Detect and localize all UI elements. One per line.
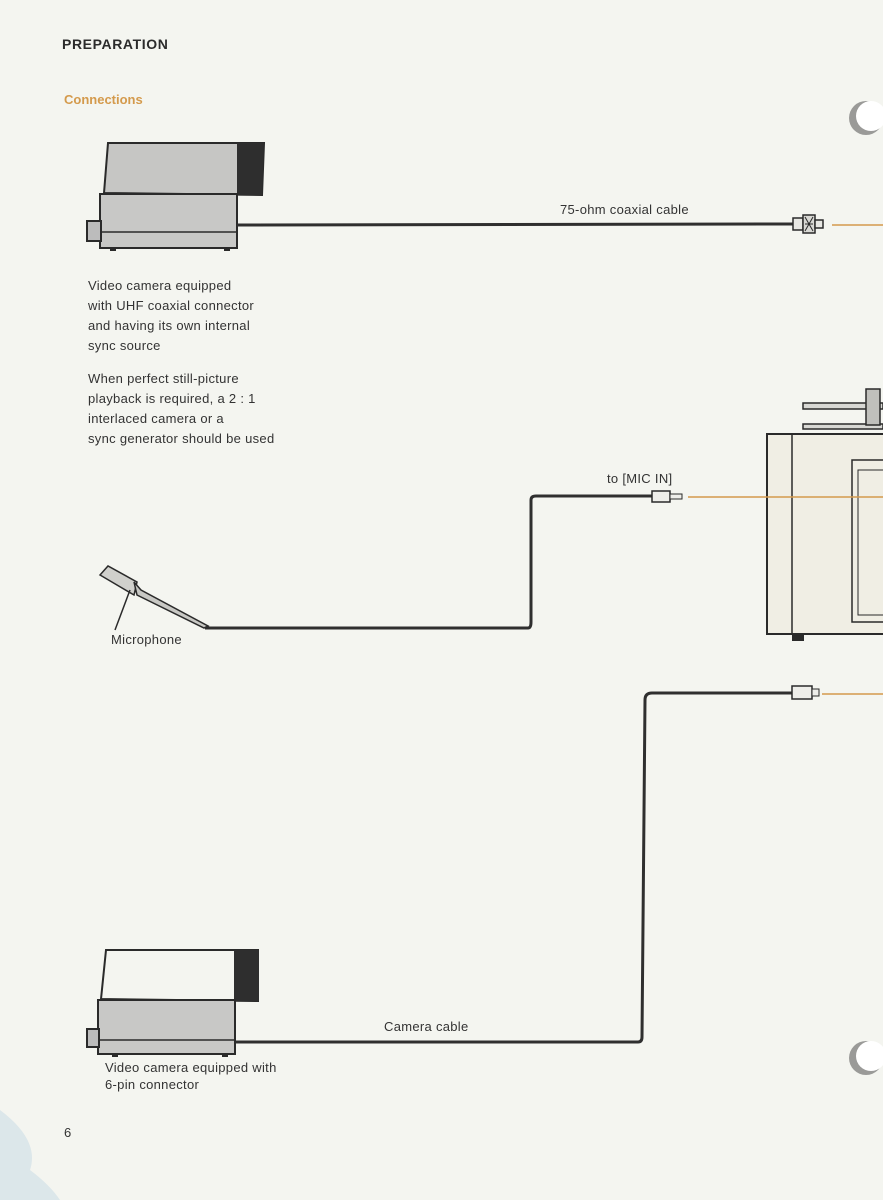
- binder-hole-bottom: [849, 1041, 883, 1075]
- microphone-label: Microphone: [111, 632, 182, 647]
- still-picture-note: When perfect still-picture playback is r…: [88, 371, 275, 446]
- microphone-cable: [205, 490, 883, 630]
- coaxial-cable: [236, 214, 883, 234]
- page-number: 6: [64, 1125, 72, 1140]
- coaxial-cable-label: 75-ohm coaxial cable: [560, 202, 689, 217]
- camera-bottom-description: Video camera equipped with 6-pin connect…: [105, 1060, 277, 1092]
- video-camera-bottom: [86, 949, 259, 1057]
- camera-cable: [233, 685, 883, 1044]
- camera-top-description: Video camera equipped with UHF coaxial c…: [88, 278, 255, 353]
- video-recorder: [766, 388, 883, 641]
- microphone-illustration: [98, 565, 210, 631]
- section-title: PREPARATION: [62, 36, 169, 52]
- camera-cable-label: Camera cable: [384, 1019, 469, 1034]
- video-camera-top: [86, 142, 266, 251]
- page-stain: [0, 1110, 60, 1200]
- mic-in-label: to [MIC IN]: [607, 471, 673, 486]
- subsection-title: Connections: [64, 92, 143, 107]
- binder-hole-top: [849, 101, 883, 135]
